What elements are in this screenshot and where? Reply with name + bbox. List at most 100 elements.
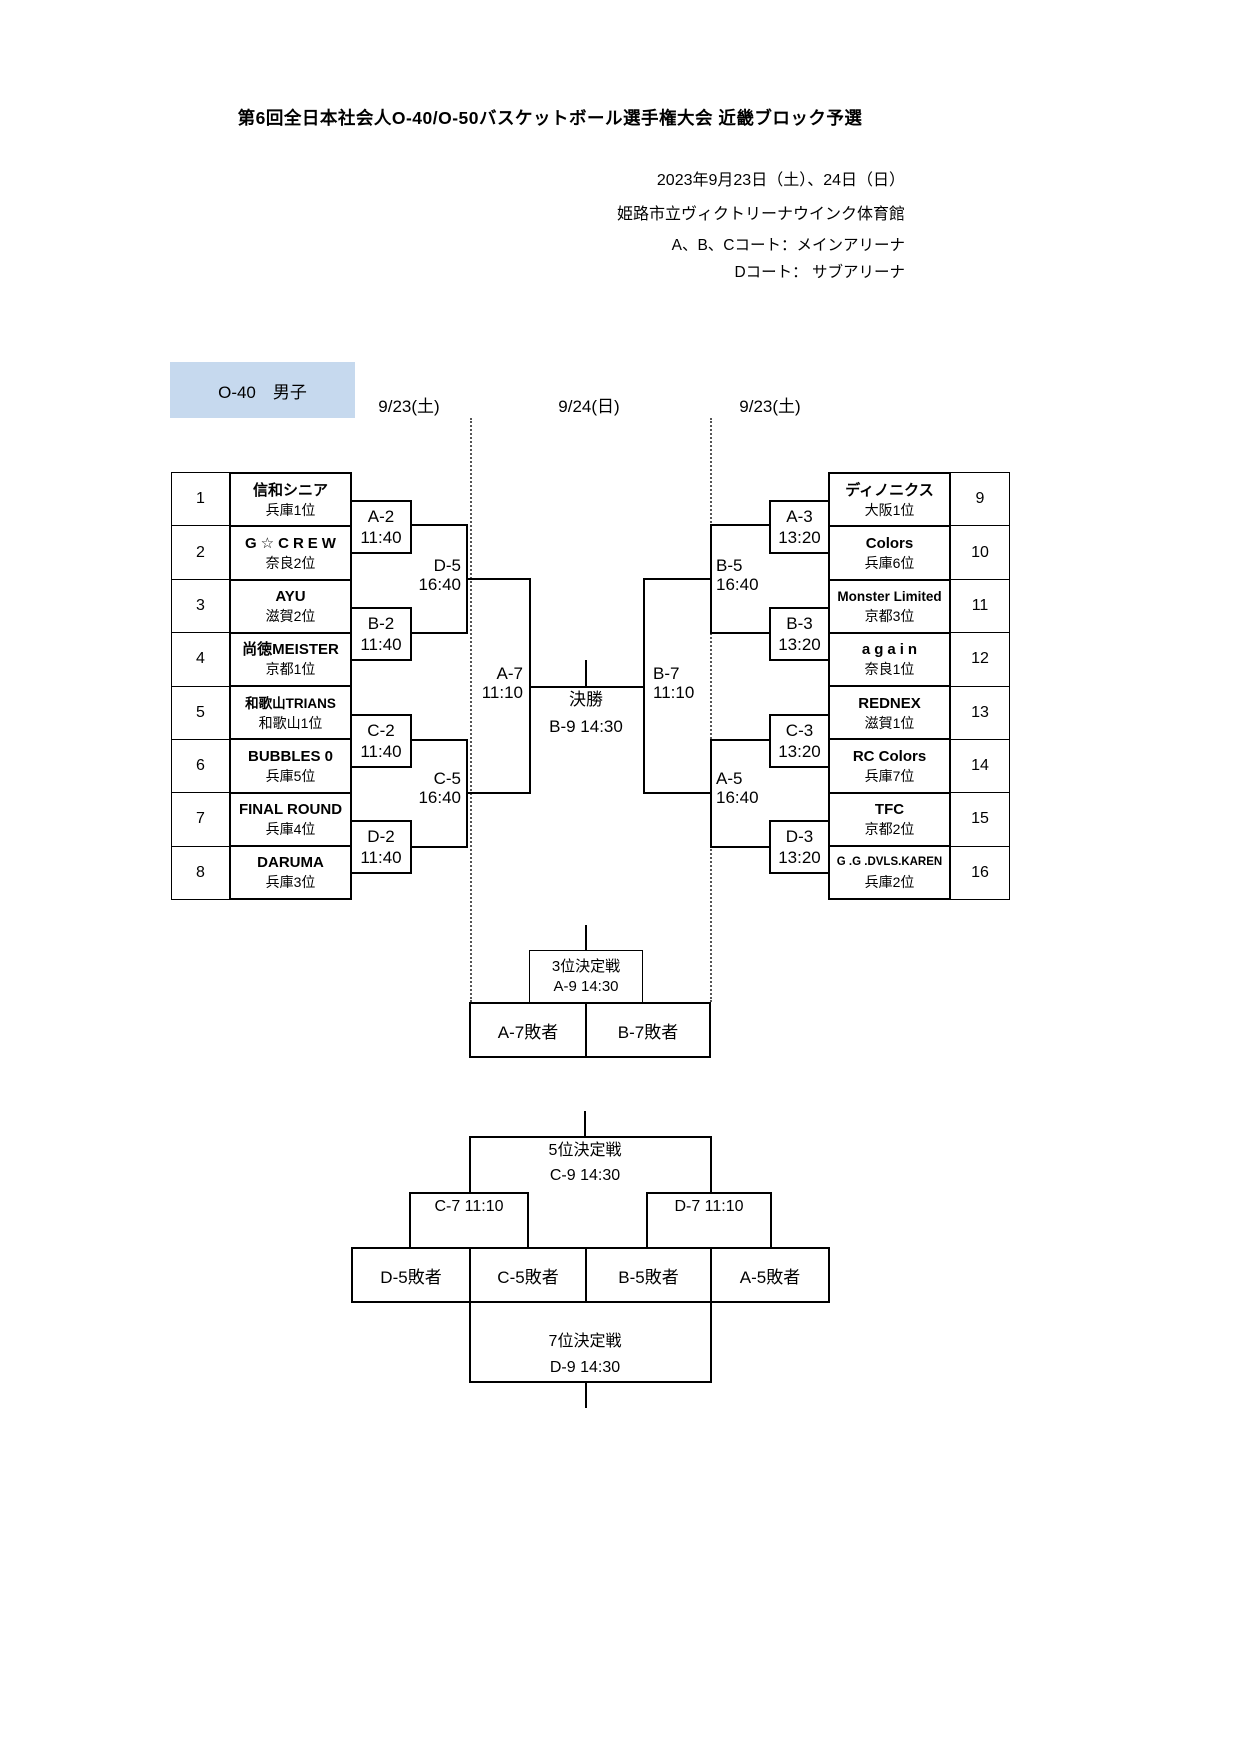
loser-slot: A-7敗者 (497, 1022, 559, 1042)
seed-number: 2 (172, 526, 229, 580)
seventh-place-code-time: D-9 14:30 (549, 1359, 621, 1376)
match-time: 16:40 (716, 788, 759, 807)
connector-line (710, 739, 712, 848)
connector-line (469, 1136, 471, 1194)
match-box-c3: C-3 13:20 (769, 714, 830, 768)
right-seed-column: 9 10 11 12 13 14 15 16 (950, 472, 1010, 900)
champion-line (585, 660, 587, 687)
team-rank: 兵庫7位 (864, 767, 915, 784)
match-code: C-5 (433, 769, 461, 788)
match-label-d7: D-7 11:10 (674, 1198, 744, 1215)
match-time: 11:10 (653, 683, 695, 702)
team-name: 尚徳MEISTER (242, 641, 339, 659)
match-time: 13:20 (778, 742, 821, 761)
match-box-c2: C-2 11:40 (350, 714, 412, 768)
third-place-label: 3位決定戦 (551, 957, 621, 975)
third-place-code-time: A-9 14:30 (553, 977, 619, 995)
match-time: 11:40 (360, 528, 402, 547)
seed-number: 15 (951, 793, 1009, 847)
team-name: DARUMA (257, 854, 324, 872)
match-code: B-2 (367, 614, 395, 633)
team-rank: 和歌山1位 (258, 714, 323, 731)
cell-divider (585, 1004, 587, 1056)
match-code: A-7 (496, 664, 523, 683)
match-label-a7: A-7 11:10 (443, 664, 523, 702)
team-rank: 兵庫5位 (265, 767, 316, 784)
seed-number: 11 (951, 580, 1009, 634)
connector-line (466, 578, 531, 580)
cell-divider (710, 1249, 712, 1301)
loser-slot: B-5敗者 (618, 1267, 679, 1287)
loser-slot: C-5敗者 (497, 1267, 559, 1287)
team-rank: 兵庫4位 (265, 821, 316, 838)
seed-number: 9 (951, 473, 1009, 527)
connector-line (710, 1136, 712, 1194)
match-label-b7: B-7 11:10 (653, 664, 733, 702)
match-code: A-5 (716, 769, 743, 788)
team-cell: FINAL ROUND 兵庫4位 (231, 794, 350, 847)
connector-line (466, 792, 531, 794)
court-info-main: A、B、Cコート：メインアリーナ (671, 237, 905, 254)
seed-number: 8 (196, 863, 205, 881)
connector-line (710, 846, 771, 848)
seed-number: 7 (172, 793, 229, 847)
connector-line (710, 632, 771, 634)
seed-number: 13 (951, 687, 1009, 740)
team-name: Monster Limited (837, 589, 942, 605)
match-box-b3: B-3 13:20 (769, 607, 830, 661)
seed-number: 10 (951, 526, 1009, 580)
team-cell: DARUMA 兵庫3位 (231, 847, 350, 898)
seed-number: 3 (172, 580, 229, 634)
match-time: 16:40 (418, 575, 461, 594)
seed-number: 6 (172, 740, 229, 794)
connector-line (410, 846, 468, 848)
match-code: C-3 (785, 721, 814, 740)
connector-line (643, 578, 712, 580)
seed-number: 1 (172, 473, 229, 527)
connector-line (585, 1381, 587, 1408)
connector-line (527, 1192, 529, 1248)
fifth-place-code-time: C-9 14:30 (549, 1167, 621, 1184)
connector-line (469, 1136, 712, 1138)
cell-divider (469, 1249, 471, 1301)
team-rank: 兵庫3位 (265, 874, 316, 891)
team-rank: 兵庫6位 (864, 554, 915, 571)
team-cell: REDNEX 滋賀1位 (830, 687, 949, 741)
team-rank: 滋賀1位 (864, 714, 915, 731)
connector-line (410, 524, 468, 526)
left-seed-column: 1 2 3 4 5 6 7 8 (171, 472, 230, 900)
connector-line (409, 1192, 411, 1248)
team-cell: again 奈良1位 (830, 634, 949, 687)
team-cell: G☆CREW 奈良2位 (231, 527, 350, 581)
team-name: Colors (865, 534, 914, 552)
match-label-a5: A-5 16:40 (716, 769, 796, 807)
team-cell: TFC 京都2位 (830, 794, 949, 847)
team-rank: 奈良2位 (265, 554, 316, 571)
match-time: 16:40 (716, 575, 759, 594)
venue: 姫路市立ヴィクトリーナウインク体育館 (616, 206, 905, 223)
match-time: 11:40 (360, 848, 402, 867)
connector-line (469, 1381, 712, 1383)
seed-number: 14 (951, 740, 1009, 794)
team-cell: ディノニクス 大阪1位 (830, 474, 949, 528)
team-name: G .G .DVLS.KAREN (836, 856, 943, 869)
page-title: 第6回全日本社会人O-40/O-50バスケットボール選手権大会 近畿ブロック予選 (237, 108, 863, 128)
match-code: C-2 (367, 721, 395, 740)
right-team-column: ディノニクス 大阪1位 Colors 兵庫6位 Monster Limited … (828, 472, 951, 900)
match-time: 13:20 (778, 528, 821, 547)
team-cell: AYU 滋賀2位 (231, 581, 350, 634)
third-place-box: 3位決定戦 A-9 14:30 (529, 950, 643, 1003)
match-code: D-3 (785, 827, 814, 846)
team-rank: 大阪1位 (864, 501, 915, 518)
match-box-a2: A-2 11:40 (350, 500, 412, 554)
match-time: 11:40 (360, 742, 402, 761)
match-time: 13:20 (778, 848, 821, 867)
third-place-slots: A-7敗者 B-7敗者 (469, 1002, 711, 1058)
final-code-time: B-9 14:30 (549, 717, 623, 736)
connector-line (410, 632, 468, 634)
team-name: AYU (275, 588, 306, 606)
seed-number: 5 (172, 687, 229, 740)
match-time: 13:20 (778, 635, 821, 654)
connector-line (529, 686, 645, 688)
team-cell: Colors 兵庫6位 (830, 527, 949, 581)
